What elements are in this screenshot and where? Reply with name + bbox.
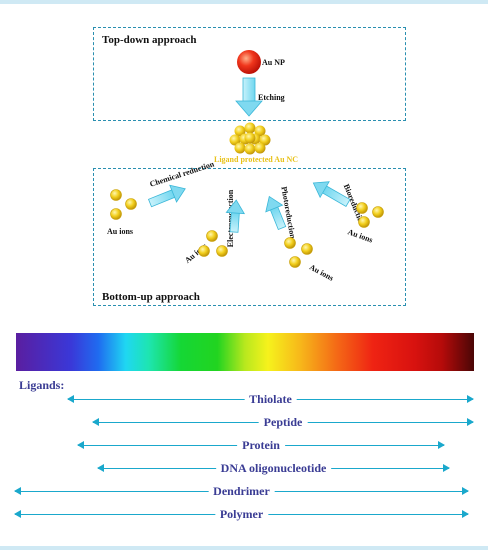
au-ions-cluster-photo: [284, 237, 313, 268]
ligand-label: Thiolate: [244, 391, 297, 407]
arrowhead-right-icon: [462, 510, 469, 518]
arrowhead-left-icon: [97, 464, 104, 472]
ligand-range-row: Dendrimer: [14, 483, 469, 499]
ligand-range-row: Thiolate: [67, 391, 474, 407]
chemical-ions-label: Au ions: [107, 227, 134, 236]
electroreduction-arrow: [225, 199, 246, 233]
au-np-sphere: [237, 50, 261, 74]
ligand-range-row: Polymer: [14, 506, 469, 522]
ligand-label: Dendrimer: [208, 483, 275, 499]
au-ions-cluster-chemical: [110, 189, 137, 220]
chemical-reduction-arrow: [147, 184, 186, 208]
ligand-label: Peptide: [258, 414, 308, 430]
etching-label: Etching: [258, 93, 285, 102]
arrowhead-left-icon: [14, 487, 21, 495]
arrowhead-left-icon: [67, 395, 74, 403]
ligand-label: Protein: [237, 437, 285, 453]
ligand-range-row: DNA oligonucleotide: [97, 460, 450, 476]
au-ions-cluster-bio: [356, 202, 384, 228]
top-edge-band: [0, 0, 488, 4]
top-down-box: [93, 27, 406, 121]
au-ions-cluster-electro: [198, 230, 228, 257]
arrowhead-left-icon: [77, 441, 84, 449]
bioreduction-arrow: [312, 181, 351, 208]
top-down-title: Top-down approach: [102, 34, 197, 46]
arrowhead-right-icon: [462, 487, 469, 495]
ligand-label: Polymer: [214, 506, 269, 522]
bottom-up-title: Bottom-up approach: [102, 291, 200, 303]
au-nanocluster: [229, 122, 271, 155]
nc-label: Ligand protected Au NC: [214, 155, 299, 164]
arrowhead-right-icon: [467, 395, 474, 403]
arrowhead-left-icon: [92, 418, 99, 426]
arrowhead-left-icon: [14, 510, 21, 518]
photoreduction-arrow: [265, 195, 287, 231]
ligand-label: DNA oligonucleotide: [215, 460, 332, 476]
bottom-edge-band: [0, 546, 488, 550]
bottom-up-box: [93, 168, 406, 306]
np-label: Au NP: [262, 58, 285, 67]
ligand-range-row: Protein: [77, 437, 445, 453]
arrowhead-right-icon: [467, 418, 474, 426]
color-spectrum-bar: [16, 333, 474, 371]
arrowhead-right-icon: [438, 441, 445, 449]
arrowhead-right-icon: [443, 464, 450, 472]
etching-arrow: [235, 77, 263, 117]
ligands-title: Ligands:: [19, 378, 65, 392]
ligand-range-row: Peptide: [92, 414, 474, 430]
